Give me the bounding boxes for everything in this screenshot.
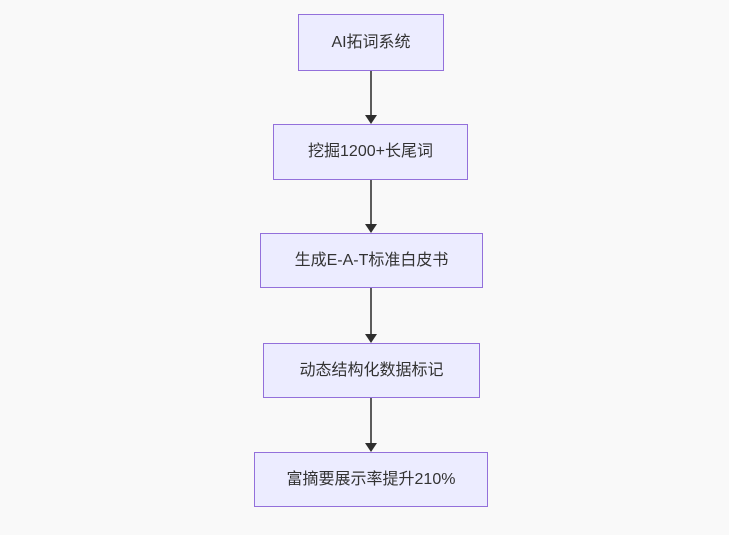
- edge-line: [370, 288, 372, 334]
- flow-node-ai-keyword-system: AI拓词系统: [298, 14, 444, 71]
- flow-edge-n2-n3: [364, 180, 378, 233]
- arrowhead-down-icon: [365, 443, 377, 452]
- flow-edge-n3-n4: [364, 288, 378, 343]
- flow-node-label: 挖掘1200+长尾词: [308, 143, 433, 160]
- edge-line: [370, 398, 372, 443]
- flow-edge-n1-n2: [364, 71, 378, 124]
- flow-node-rich-snippet-result: 富摘要展示率提升210%: [254, 452, 488, 507]
- flow-node-label: 富摘要展示率提升210%: [286, 470, 456, 488]
- edge-line: [370, 71, 372, 115]
- flow-node-eat-whitepaper: 生成E-A-T标准白皮书: [260, 233, 483, 288]
- arrowhead-down-icon: [365, 334, 377, 343]
- edge-line: [370, 180, 372, 224]
- arrowhead-down-icon: [365, 224, 377, 233]
- flow-node-label: AI拓词系统: [331, 33, 411, 51]
- flow-node-structured-data-markup: 动态结构化数据标记: [263, 343, 480, 398]
- arrowhead-down-icon: [365, 115, 377, 124]
- flow-node-label: 生成E-A-T标准白皮书: [294, 251, 449, 269]
- flow-node-longtail-mining: 挖掘1200+长尾词: [273, 124, 468, 180]
- flow-edge-n4-n5: [364, 398, 378, 452]
- flow-node-label: 动态结构化数据标记: [299, 361, 444, 379]
